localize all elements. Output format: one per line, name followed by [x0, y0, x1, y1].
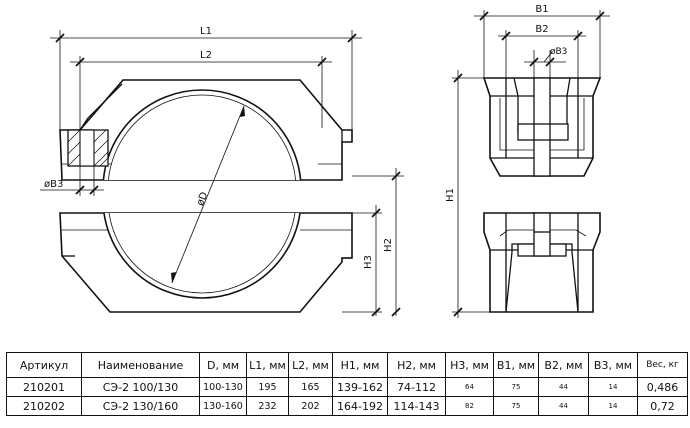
header-name: Наименование — [81, 352, 200, 378]
dimension-l2: L2 — [70, 50, 332, 130]
dimension-b1: B1 — [474, 4, 610, 78]
cell-d: 100-130 — [199, 377, 247, 397]
cell-l2: 202 — [288, 396, 333, 416]
cell-b3: 14 — [588, 377, 638, 397]
dimension-l1: L1 — [50, 26, 362, 130]
header-h3: H3, мм — [445, 352, 494, 378]
label-l1: L1 — [200, 26, 212, 37]
cell-h3: 82 — [445, 396, 494, 416]
dimension-h2: H2 — [352, 168, 404, 317]
header-l1: L1, мм — [246, 352, 289, 378]
technical-drawing: øD L1 L2 øB3 H3 — [40, 4, 610, 318]
table-row: 210201 СЭ-2 100/130 100-130 195 165 139-… — [6, 377, 688, 397]
cell-b2: 44 — [538, 377, 589, 397]
table-header-row: Артикул Наименование D, мм L1, мм L2, мм… — [6, 352, 688, 378]
front-view-bottom-half — [59, 212, 353, 313]
label-h2: H2 — [383, 238, 394, 252]
header-l2: L2, мм — [288, 352, 333, 378]
table-row: 210202 СЭ-2 130/160 130-160 232 202 164-… — [6, 396, 688, 416]
side-view-bottom-part — [483, 212, 601, 313]
cell-weight: 0,72 — [637, 396, 688, 416]
header-h1: H1, мм — [332, 352, 388, 378]
cell-b1: 75 — [493, 396, 539, 416]
label-b2: B2 — [535, 24, 548, 35]
dimension-b3-front: øB3 — [40, 166, 104, 196]
header-b3: B3, мм — [588, 352, 638, 378]
cell-h1: 164-192 — [332, 396, 388, 416]
cell-h1: 139-162 — [332, 377, 388, 397]
dimension-h1: H1 — [445, 70, 490, 318]
cell-h2: 114-143 — [387, 396, 446, 416]
cell-b2: 44 — [538, 396, 589, 416]
section-hatch — [67, 129, 109, 167]
label-l2: L2 — [200, 50, 212, 61]
label-b1: B1 — [535, 4, 548, 15]
diameter-dimension: øD — [171, 105, 245, 284]
cell-name: СЭ-2 130/160 — [81, 396, 200, 416]
cell-l2: 165 — [288, 377, 333, 397]
dimension-h3: H3 — [342, 205, 382, 317]
cell-name: СЭ-2 100/130 — [81, 377, 200, 397]
cell-l1: 195 — [246, 377, 289, 397]
header-h2: H2, мм — [387, 352, 446, 378]
header-weight: Вес, кг — [637, 352, 688, 378]
front-view-top-half — [59, 79, 353, 181]
label-h3: H3 — [363, 255, 374, 269]
header-d: D, мм — [199, 352, 247, 378]
cell-d: 130-160 — [199, 396, 247, 416]
header-b1: B1, мм — [493, 352, 539, 378]
dimension-b3-side: øB3 — [524, 47, 567, 78]
cell-article: 210202 — [6, 396, 82, 416]
cell-h3: 64 — [445, 377, 494, 397]
label-diameter: øD — [195, 190, 210, 207]
cell-weight: 0,486 — [637, 377, 688, 397]
label-b3-side: øB3 — [550, 47, 567, 57]
header-b2: B2, мм — [538, 352, 589, 378]
cell-b1: 75 — [493, 377, 539, 397]
label-h1: H1 — [445, 188, 456, 202]
side-view-top-part — [482, 77, 602, 177]
cell-b3: 14 — [588, 396, 638, 416]
cell-l1: 232 — [246, 396, 289, 416]
cell-h2: 74-112 — [387, 377, 446, 397]
specification-table: Артикул Наименование D, мм L1, мм L2, мм… — [6, 352, 688, 416]
label-b3-front: øB3 — [44, 179, 63, 190]
header-article: Артикул — [6, 352, 82, 378]
cell-article: 210201 — [6, 377, 82, 397]
dimension-b2: B2 — [498, 24, 586, 78]
